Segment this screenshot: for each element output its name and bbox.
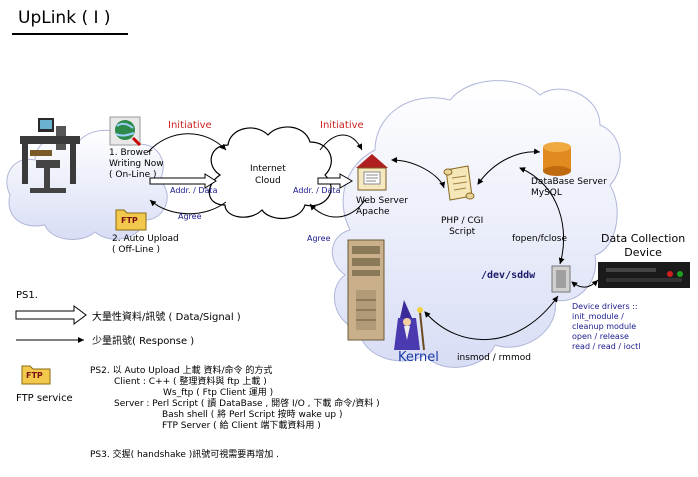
internet-cloud-label: Internet Cloud	[250, 163, 286, 187]
initiative-arrow-left	[147, 133, 227, 153]
fopen-label: fopen/fclose	[512, 234, 568, 244]
kernel-label: Kernel	[398, 350, 439, 365]
ps2-block: PS2. 以 Auto Upload 上載 資料/命令 的方式 Client :…	[90, 366, 380, 432]
legend-big-arrow	[15, 305, 87, 325]
initiative-arrow-right	[319, 134, 363, 151]
client-step1-line3: ( On-Line )	[109, 170, 157, 180]
page-title: UpLink ( I )	[18, 8, 111, 28]
php-db-arrow	[477, 148, 541, 185]
drivers-line4: open / release	[572, 332, 629, 341]
ps2-line2: Client : C++ ( 整理資料與 ftp 上載 )	[114, 377, 267, 387]
client-step2-line1: 2. Auto Upload	[112, 234, 179, 244]
device-drivers-label: Device drivers :: init_module / cleanup …	[572, 302, 640, 352]
ps1-big-label: 大量性資料/訊號 ( Data/Signal )	[92, 312, 241, 323]
initiative-label-right: Initiative	[320, 120, 364, 131]
php-line2: Script	[449, 227, 476, 237]
php-label: PHP / CGI Script	[441, 216, 483, 238]
drivers-line3: cleanup module	[572, 322, 637, 331]
ftp-folder-icon-client	[115, 209, 147, 231]
data-collection-device-icon	[598, 262, 690, 288]
addr-data-label-left: Addr. / Data	[170, 186, 218, 195]
kernel-wizard-icon	[394, 300, 425, 351]
agree-label-right: Agree	[307, 234, 331, 243]
agree-label-left: Agree	[178, 212, 202, 221]
drivers-line2: init_module /	[572, 312, 624, 321]
agree-arrow-right	[309, 199, 366, 218]
internet-line1: Internet	[250, 164, 286, 174]
drivers-line5: read / read / ioctl	[572, 342, 641, 351]
ftp-icon-text-client: FTP	[121, 216, 138, 225]
php-script-icon	[443, 165, 475, 201]
insmod-label: insmod / rmmod	[457, 353, 531, 363]
ftp-folder-icon-legend	[21, 365, 51, 385]
data-collection-device-label: Data Collection Device	[601, 232, 685, 260]
ps2-line5: Bash shell ( 將 Perl Script 按時 wake up )	[162, 410, 343, 420]
database-line1: DataBase Server	[531, 177, 607, 187]
database-line2: MySQL	[531, 188, 562, 198]
ps1-label: PS1.	[16, 290, 38, 301]
initiative-label-left: Initiative	[168, 120, 212, 131]
web-server-line2: Apache	[356, 207, 390, 217]
device-connector-icon	[551, 265, 571, 293]
ps2-line6: FTP Server ( 給 Client 端下載資料用 )	[162, 421, 321, 431]
web-server-icon	[356, 154, 388, 191]
web-server-label: Web Server Apache	[356, 196, 408, 218]
drivers-line1: Device drivers ::	[572, 302, 638, 311]
ps2-line1: PS2. 以 Auto Upload 上載 資料/命令 的方式	[90, 366, 273, 376]
php-line1: PHP / CGI	[441, 216, 484, 226]
client-step2-line2: ( Off-Line )	[112, 245, 161, 255]
ftp-service-label: FTP service	[16, 393, 73, 404]
addr-data-arrow-left	[149, 173, 217, 189]
web-php-arrow	[391, 157, 446, 189]
device-link-arrow	[571, 279, 599, 288]
ps3-label: PS3. 交握( handshake )訊號可視需要再增加 .	[90, 450, 280, 460]
ps1-small-label: 少量訊號( Response )	[92, 336, 195, 347]
internet-cloud	[208, 126, 332, 219]
kernel-device-arrow	[424, 295, 559, 340]
client-step1-label: 1. Brower Writing Now ( On-Line )	[109, 148, 164, 181]
workstation-icon	[20, 118, 80, 193]
ps2-line3: Ws_ftp ( Ftp Client 運用 )	[163, 388, 274, 398]
ps2-line4: Server : Perl Script ( 讀 DataBase , 開啓 I…	[114, 399, 380, 409]
internet-line2: Cloud	[255, 176, 281, 186]
tower-server-icon	[347, 239, 385, 341]
database-icon	[543, 142, 571, 176]
web-server-line1: Web Server	[356, 196, 408, 206]
dcd-line2: Device	[624, 246, 662, 259]
dcd-line1: Data Collection	[601, 232, 686, 245]
device-path-label: /dev/sddw	[481, 270, 536, 281]
addr-data-label-right: Addr. / Data	[293, 186, 341, 195]
addr-data-arrow-right	[317, 173, 353, 189]
ftp-icon-text-legend: FTP	[26, 371, 43, 380]
agree-arrow-left	[149, 199, 227, 215]
client-step1-line1: 1. Brower	[109, 148, 153, 158]
browser-globe-icon	[109, 116, 142, 147]
client-step1-line2: Writing Now	[109, 159, 164, 169]
client-step2-label: 2. Auto Upload ( Off-Line )	[112, 234, 179, 256]
fopen-arrow	[519, 167, 565, 265]
database-label: DataBase Server MySQL	[531, 177, 607, 199]
